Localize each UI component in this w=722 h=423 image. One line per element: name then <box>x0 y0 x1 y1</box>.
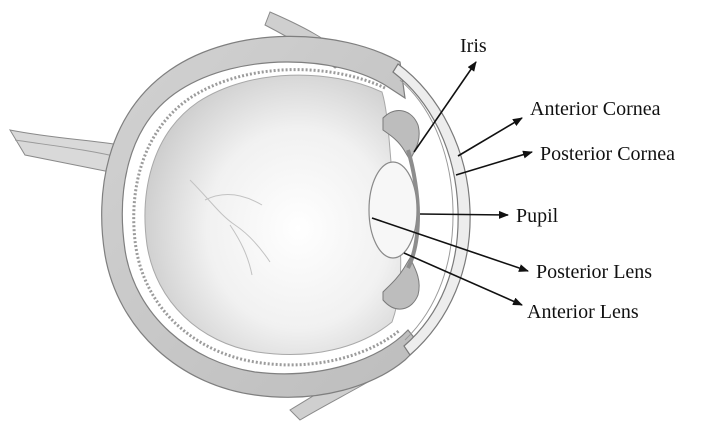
label-posterior-lens: Posterior Lens <box>536 261 652 283</box>
label-pupil: Pupil <box>516 205 559 227</box>
label-iris: Iris <box>460 35 487 57</box>
anterior-cornea-pointer <box>458 118 522 156</box>
lens <box>369 162 417 258</box>
label-posterior-cornea: Posterior Cornea <box>540 143 675 165</box>
label-anterior-cornea: Anterior Cornea <box>530 98 661 120</box>
vitreous-body <box>145 75 401 354</box>
pupil-pointer <box>420 214 508 215</box>
posterior-cornea-pointer <box>456 152 532 175</box>
label-anterior-lens: Anterior Lens <box>527 301 639 323</box>
